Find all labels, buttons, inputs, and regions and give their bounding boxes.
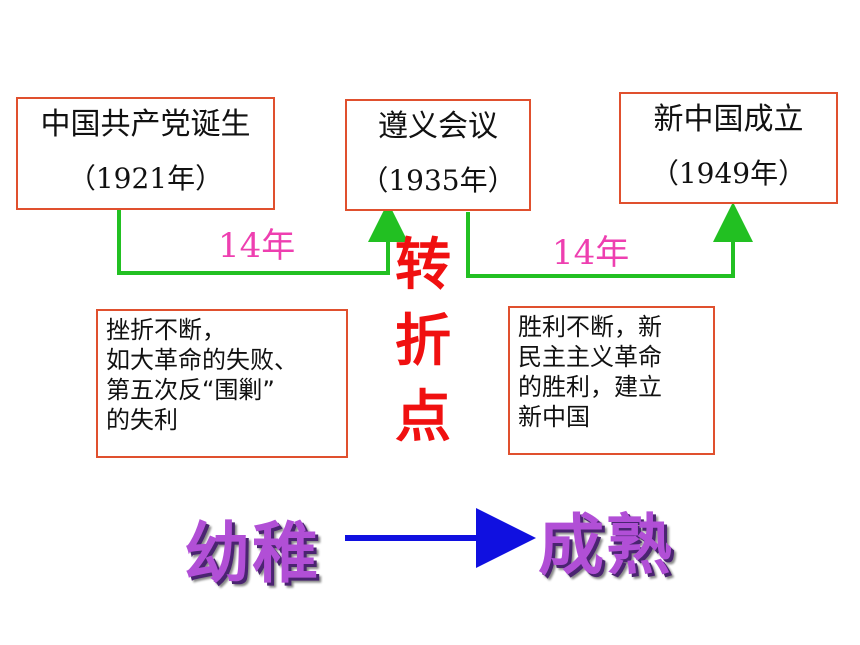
note-line: 胜利不断，新 [518, 313, 662, 341]
event-name: 遵义会议 [378, 109, 498, 144]
event-box-1949: 新中国成立 （1949年） [619, 92, 838, 204]
event-year: （1949年） [650, 157, 807, 190]
connector-1935-1949 [466, 202, 753, 278]
note-line: 如大革命的失败、 [106, 346, 298, 374]
note-line: 民主主义革命 [518, 343, 662, 371]
connector-1921-1935 [117, 202, 408, 275]
interval-label-right: 14年 [552, 233, 630, 273]
turning-point-char: 转 [395, 233, 451, 298]
event-name: 新中国成立 [653, 102, 804, 137]
turning-point-char: 折 [395, 309, 451, 374]
immature-label: 幼稚 [184, 515, 320, 592]
turning-point-label: 转 折 点 [388, 228, 458, 456]
note-line: 挫折不断， [106, 316, 226, 344]
note-line: 的胜利，建立 [518, 373, 662, 401]
event-name: 中国共产党诞生 [40, 107, 251, 142]
note-line: 第五次反“围剿” [106, 376, 275, 404]
event-box-1921: 中国共产党诞生 （1921年） [16, 97, 275, 210]
note-line: 的失利 [106, 406, 178, 434]
setbacks-note: 挫折不断， 如大革命的失败、 第五次反“围剿” 的失利 [96, 309, 348, 458]
turning-point-char: 点 [395, 385, 451, 450]
event-year: （1921年） [67, 162, 224, 195]
event-box-1935: 遵义会议 （1935年） [345, 99, 531, 211]
event-year: （1935年） [360, 164, 516, 197]
victories-note: 胜利不断，新 民主主义革命 的胜利，建立 新中国 [508, 306, 715, 455]
note-line: 新中国 [518, 403, 590, 431]
interval-label-left: 14年 [218, 226, 296, 266]
mature-label: 成熟 [538, 507, 674, 584]
